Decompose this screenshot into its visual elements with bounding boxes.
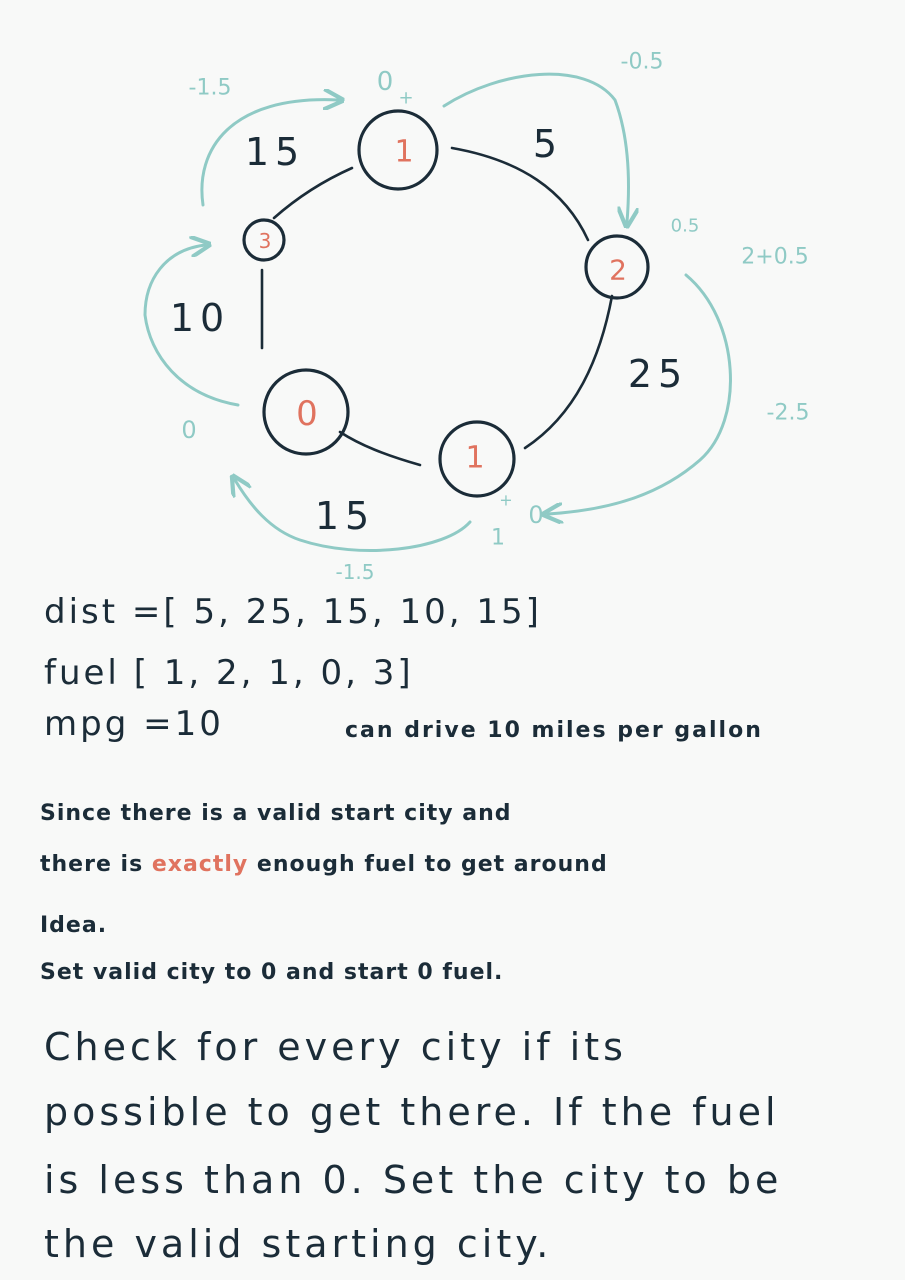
exactly-line: there is exactly enough fuel to get arou… [40, 852, 608, 877]
node-bottom-left-label: 0 [296, 394, 318, 434]
set-valid-line: Set valid city to 0 and start 0 fuel. [40, 960, 504, 985]
node-left-circle [242, 218, 286, 262]
edge-label-left-top: 15 [245, 130, 305, 174]
edge-left-top [272, 166, 354, 220]
fuel-arrow-top-to-right [442, 72, 629, 222]
annotation-left-start: 0 [181, 416, 196, 444]
node-right-circle [584, 234, 650, 300]
fuel-arrow-bottomleft-to-left [143, 245, 240, 407]
idea-heading: Idea. [40, 913, 108, 938]
dist-array-line: dist =[ 5, 25, 15, 10, 15] [44, 592, 542, 632]
check-line-3: is less than 0. Set the city to be [44, 1158, 783, 1202]
annotation-bottom-right-arrive: 0 [528, 501, 543, 529]
exactly-line-start: there is [40, 852, 152, 877]
check-line-1: Check for every city if its [44, 1025, 627, 1069]
edge-label-right-bottomright: 25 [628, 352, 688, 396]
edge-label-top-right: 5 [533, 122, 563, 166]
annotation-right-delta: -2.5 [767, 401, 810, 426]
fuel-array-line: fuel [ 1, 2, 1, 0, 3] [44, 653, 414, 693]
annotation-top-start: 0 [377, 67, 394, 97]
node-top-label: 1 [394, 135, 413, 170]
node-bottom-right-label: 1 [465, 441, 484, 476]
annotation-bottom-right-one: 1 [491, 526, 505, 551]
edge-bottomright-bottomleft [338, 430, 422, 467]
exactly-word: exactly [151, 852, 249, 877]
fuel-arrow-left-to-top [200, 100, 338, 207]
annotation-top-right-delta: -0.5 [621, 50, 664, 75]
node-bottom-right-circle [438, 420, 516, 498]
check-line-4: the valid starting city. [44, 1222, 553, 1266]
node-left-label: 3 [259, 229, 272, 253]
check-line-2: possible to get there. If the fuel [44, 1090, 780, 1134]
since-line: Since there is a valid start city and [40, 801, 512, 826]
edge-label-bottomleft-left: 10 [170, 296, 230, 340]
annotation-top-left-delta: -1.5 [189, 76, 232, 101]
annotation-top-plus: + [398, 88, 413, 109]
annotation-bottom-delta: -1.5 [335, 560, 374, 584]
edge-top-right [450, 146, 590, 242]
mpg-note: can drive 10 miles per gallon [345, 718, 763, 743]
edge-label-bottomright-bottomleft: 15 [315, 494, 375, 538]
fuel-arrow-right-to-bottomright [548, 273, 732, 514]
mpg-line: mpg =10 [44, 704, 224, 744]
gas-station-circuit-diagram: 1 2 1 0 3 5 25 15 10 15 -1.5 0 + -0.5 0.… [143, 50, 810, 584]
fuel-arrow-bottomright-to-bottomleft [235, 480, 472, 552]
node-top-circle [357, 109, 439, 191]
annotation-bottom-right-plus: + [499, 491, 512, 510]
edge-right-bottomright [523, 294, 614, 450]
annotation-right-arrive: 0.5 [671, 216, 700, 237]
exactly-line-end: enough fuel to get around [248, 852, 608, 877]
node-bottom-left-circle [262, 368, 350, 456]
node-right-label: 2 [609, 254, 627, 287]
annotation-right-sum: 2+0.5 [741, 245, 808, 270]
